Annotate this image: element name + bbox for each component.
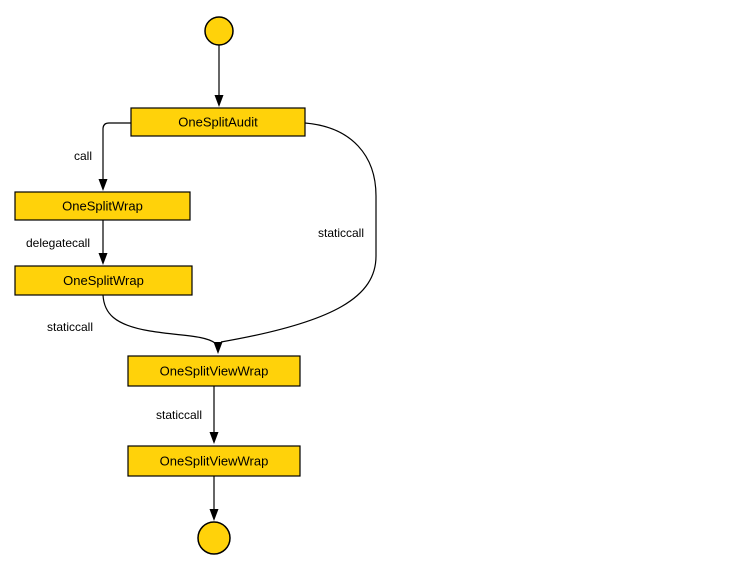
arrowhead-wrap1-to-wrap2	[98, 253, 108, 265]
edge-label-call: call	[74, 149, 92, 163]
node-label-one-split-audit: OneSplitAudit	[178, 115, 258, 130]
end-node	[197, 521, 231, 555]
node-one-split-view-wrap-1	[127, 355, 301, 387]
edge-label-staticcall-middle: staticcall	[156, 408, 202, 422]
node-one-split-wrap-1	[14, 191, 191, 221]
edge-label-staticcall-right: staticcall	[318, 226, 364, 240]
node-one-split-wrap-2	[14, 265, 193, 296]
node-label-one-split-wrap-1: OneSplitWrap	[62, 199, 143, 214]
arrowhead-audit-to-wrap1	[98, 179, 108, 191]
node-label-one-split-view-wrap-2: OneSplitViewWrap	[160, 454, 269, 469]
edge-audit-to-wrap1	[102, 122, 131, 179]
node-label-one-split-wrap-2: OneSplitWrap	[63, 273, 144, 288]
start-node	[204, 16, 234, 46]
arrowhead-start-to-audit	[214, 95, 224, 107]
arrowhead-viewwrap1-to-viewwrap2	[209, 432, 219, 444]
edge-audit-to-viewwrap1	[220, 122, 377, 343]
arrowhead-viewwrap2-to-end	[209, 509, 219, 521]
edge-label-delegatecall: delegatecall	[26, 236, 90, 250]
node-label-one-split-view-wrap-1: OneSplitViewWrap	[160, 364, 269, 379]
node-one-split-audit	[130, 107, 306, 137]
node-one-split-view-wrap-2	[127, 445, 301, 477]
edge-label-staticcall-left: staticcall	[47, 320, 93, 334]
arrowhead-merge-into-viewwrap1	[213, 342, 223, 354]
edge-wrap2-to-viewwrap1	[102, 294, 216, 344]
